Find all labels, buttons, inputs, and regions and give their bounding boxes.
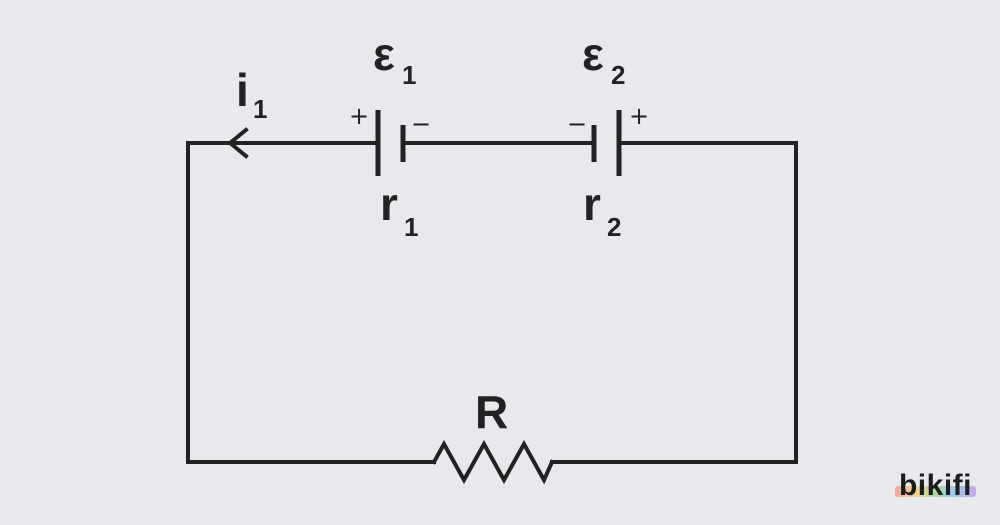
battery-2-plus-sign: + [629, 102, 649, 130]
emf-2-subscript: 2 [611, 60, 625, 90]
logo-color-bar [894, 486, 976, 497]
battery-2 [591, 110, 622, 176]
battery-2-minus-sign: − [567, 110, 587, 138]
logo-text: bikifi [898, 469, 972, 502]
emf-2-symbol: ε [582, 28, 604, 80]
emf-1-subscript: 1 [402, 60, 416, 90]
current-arrow-icon [228, 127, 249, 159]
emf-1-symbol: ε [373, 28, 395, 80]
right-wire [550, 141, 798, 464]
battery-1-plus-sign: + [349, 102, 369, 130]
battery-1 [375, 110, 406, 176]
r1-symbol: r [380, 178, 398, 230]
r1-label: r 1 [380, 178, 418, 242]
bikifi-logo: bikifi [894, 469, 976, 503]
emf-2-label: ε 2 [582, 28, 625, 90]
r2-subscript: 2 [607, 212, 621, 242]
current-subscript: 1 [253, 94, 267, 124]
battery-1-minus-sign: − [411, 110, 431, 138]
current-symbol: i [236, 64, 249, 116]
resistor-label: R [475, 386, 508, 438]
r1-subscript: 1 [404, 212, 418, 242]
left-top-wire [186, 141, 436, 464]
resistor-zigzag [431, 439, 555, 485]
current-label: i 1 [236, 64, 267, 124]
emf-1-label: ε 1 [373, 28, 416, 90]
r2-symbol: r [583, 178, 601, 230]
r2-label: r 2 [583, 178, 621, 242]
